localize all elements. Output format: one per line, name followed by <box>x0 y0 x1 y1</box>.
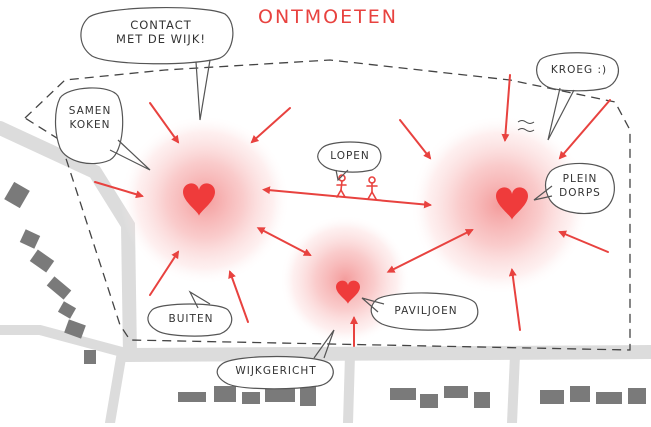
label-dorpsplein: PLEIN DORPS <box>559 173 601 199</box>
label-buiten: BUITEN <box>168 313 214 325</box>
heart-icon <box>336 280 360 304</box>
label-paviljoen: PAVILJOEN <box>394 305 458 317</box>
page-title: ONTMOETEN <box>258 6 398 28</box>
bubble-tails <box>109 59 575 359</box>
speech-bubbles <box>54 7 619 390</box>
label-samen-koken: SAMEN KOKEN <box>68 105 112 131</box>
label-kroeg: KROEG :) <box>550 64 608 76</box>
label-lopen: LOPEN <box>330 150 370 162</box>
heart-icon <box>496 187 528 220</box>
walking-people-icon <box>336 174 378 200</box>
heart-icon <box>183 183 215 216</box>
site-boundary <box>23 59 631 351</box>
arrows <box>94 74 611 347</box>
buildings <box>4 181 646 408</box>
label-contact: CONTACT MET DE WIJK! <box>116 18 206 46</box>
squiggle-mark <box>517 120 535 132</box>
label-wijkgericht: WIJKGERICHT <box>235 365 317 377</box>
